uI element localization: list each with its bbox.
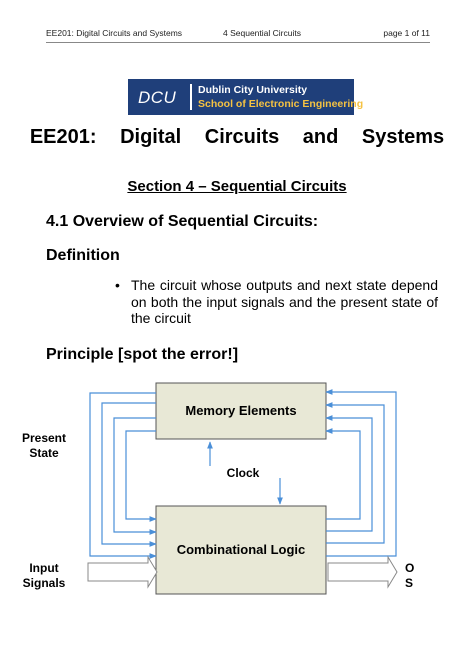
definition-heading: Definition: [46, 247, 120, 264]
output-signals-label: O S: [405, 561, 415, 590]
logo-school-name: School of Electronic Engineering: [198, 98, 364, 110]
document-title: EE201: Digital Circuits and Systems: [29, 126, 445, 148]
present-state-wire-1: [89, 392, 157, 559]
logo-university-name: Dublin City University: [198, 84, 308, 96]
input-signals-label: Input Signals: [22, 561, 66, 590]
present-state-label: Present State: [21, 431, 67, 460]
logo-divider: [190, 84, 192, 110]
present-state-wire-2: [101, 402, 157, 547]
dcu-logo: DCU Dublin City University School of Ele…: [128, 79, 363, 115]
next-state-wire-1: [325, 428, 361, 520]
overview-heading: 4.1 Overview of Sequential Circuits:: [46, 213, 319, 230]
definition-bullet: The circuit whose outputs and next state…: [131, 277, 438, 326]
present-state-wire-4: [125, 430, 157, 522]
combinational-logic-label: Combinational Logic: [176, 542, 306, 557]
header-chapter: 4 Sequential Circuits: [223, 28, 301, 38]
next-state-wire-3: [325, 402, 385, 544]
sequential-circuit-diagram: [87, 382, 398, 595]
section-title: Section 4 – Sequential Circuits: [127, 178, 347, 195]
header-divider: [46, 42, 430, 43]
next-state-wire-2: [325, 415, 373, 532]
input-signals-arrow: [87, 555, 158, 589]
clock-label: Clock: [226, 466, 260, 480]
combinational-logic-block: [155, 505, 327, 595]
header-course: EE201: Digital Circuits and Systems: [46, 28, 183, 38]
next-state-wire-4: [325, 389, 397, 557]
principle-heading: Principle [spot the error!]: [46, 346, 239, 363]
logo-mark: DCU: [138, 88, 177, 107]
output-signals-arrow: [327, 555, 398, 589]
present-state-wire-3: [113, 417, 157, 535]
memory-elements-block: [155, 382, 327, 440]
memory-elements-label: Memory Elements: [185, 403, 297, 418]
bullet-icon: •: [115, 277, 120, 293]
header-page-number: page 1 of 11: [383, 28, 430, 38]
